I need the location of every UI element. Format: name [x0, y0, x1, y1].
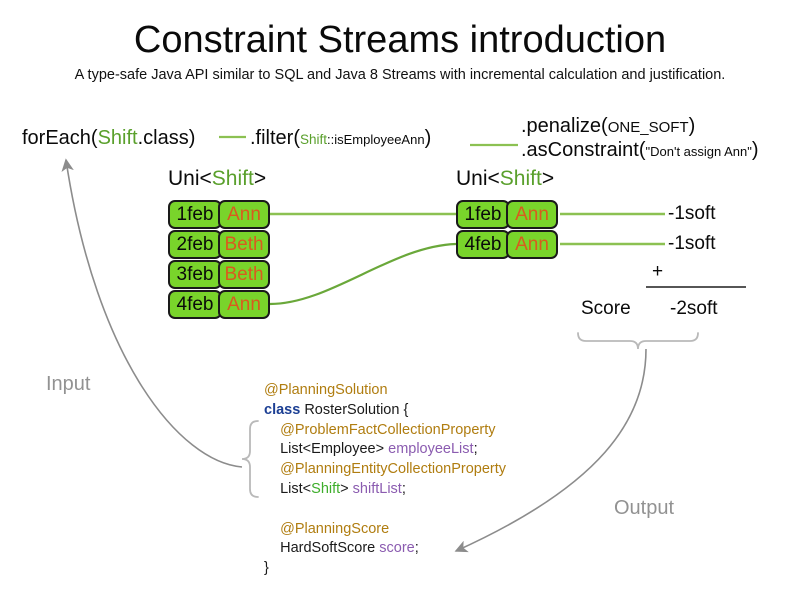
tuple-cell-date: 4feb [456, 230, 510, 259]
uni-label-right: Uni<Shift> [456, 167, 554, 191]
input-label: Input [46, 373, 91, 395]
api-filter-tail: ) [424, 127, 432, 149]
code-fields-brace [241, 420, 259, 498]
code-line: List<Shift> shiftList; [264, 480, 506, 500]
output-label: Output [614, 497, 675, 519]
code-token: RosterSolution { [300, 401, 409, 418]
tuple-cell-date: 4feb [168, 290, 222, 319]
score-total-value: -2soft [670, 298, 718, 319]
tuple-cell-date: 1feb [456, 200, 510, 229]
api-filter-name: .filter( [250, 127, 300, 149]
code-line [264, 500, 506, 520]
api-foreach-type: Shift [97, 127, 138, 149]
page-subtitle: A type-safe Java API similar to SQL and … [74, 67, 726, 83]
api-asconstraint-tail: ) [751, 139, 759, 161]
code-token: score [379, 540, 415, 557]
code-token: @ProblemFactCollectionProperty [264, 421, 496, 438]
code-line: class RosterSolution { [264, 401, 506, 421]
code-token: @PlanningSolution [264, 382, 388, 398]
page-title: Constraint Streams introduction [133, 19, 667, 61]
tuple-cell-employee: Ann [218, 290, 270, 319]
code-line: } [264, 559, 506, 579]
uni-left-suffix: > [253, 167, 267, 190]
tuple-cell-employee: Ann [506, 200, 558, 229]
code-token: HardSoftScore [264, 540, 380, 557]
tuple-cell-date: 3feb [168, 260, 222, 289]
sum-plus-sign: + [652, 261, 664, 282]
tuple-cell-date: 2feb [168, 230, 222, 259]
code-line: @PlanningSolution [264, 381, 506, 401]
code-token: } [264, 560, 269, 577]
api-asconstraint-name: .asConstraint( [521, 139, 646, 161]
code-line: @PlanningEntityCollectionProperty [264, 460, 506, 480]
code-token: employeeList [388, 441, 474, 458]
code-token [264, 501, 268, 517]
penalty-value-2: -1soft [668, 233, 716, 254]
uni-right-prefix: Uni< [456, 167, 500, 190]
tuple-cell-employee: Ann [506, 230, 558, 259]
api-foreach-name: forEach( [22, 127, 98, 149]
api-penalize-arg: ONE_SOFT [607, 119, 689, 136]
code-token: ; [473, 441, 478, 458]
api-penalize-call: .penalize(ONE_SOFT) [521, 114, 695, 140]
tuple-cell-employee: Beth [218, 260, 270, 289]
code-token: List< [264, 480, 312, 497]
api-penalize-name: .penalize( [521, 115, 608, 137]
code-line: List<Employee> employeeList; [264, 440, 506, 460]
code-token: shiftList [352, 480, 402, 497]
code-token: > [340, 480, 353, 497]
code-token: ; [401, 480, 406, 497]
uni-label-left: Uni<Shift> [168, 167, 266, 191]
code-line: HardSoftScore score; [264, 539, 506, 559]
api-foreach-tail: .class) [137, 127, 196, 149]
penalty-value-1: -1soft [668, 203, 716, 224]
code-token: ; [414, 540, 419, 557]
api-filter-arg-type: Shift [300, 132, 328, 147]
tuple-cell-employee: Beth [218, 230, 270, 259]
code-token: @PlanningScore [264, 520, 390, 537]
score-label: Score [581, 298, 631, 319]
api-filter-arg-method: ::isEmployeeAnn [327, 132, 425, 147]
score-brace [577, 332, 699, 350]
api-filter-call: .filter(Shift::isEmployeeAnn) [250, 126, 431, 152]
uni-right-type: Shift [499, 167, 542, 190]
api-penalize-tail: ) [688, 115, 696, 137]
api-asconstraint-call: .asConstraint("Don't assign Ann") [521, 138, 759, 164]
code-token: List<Employee> [264, 441, 389, 458]
uni-left-type: Shift [211, 167, 254, 190]
code-token: @PlanningEntityCollectionProperty [264, 461, 507, 478]
code-line: @PlanningScore [264, 520, 506, 540]
code-token: class [264, 401, 301, 418]
api-foreach-call: forEach(Shift.class) [22, 126, 195, 150]
uni-right-suffix: > [541, 167, 555, 190]
tuple-cell-employee: Ann [218, 200, 270, 229]
api-asconstraint-arg: "Don't assign Ann" [645, 144, 752, 159]
code-token: Shift [311, 480, 341, 497]
uni-left-prefix: Uni< [168, 167, 212, 190]
tuple-cell-date: 1feb [168, 200, 222, 229]
stream-line-row4 [269, 242, 457, 306]
code-line: @ProblemFactCollectionProperty [264, 421, 506, 441]
